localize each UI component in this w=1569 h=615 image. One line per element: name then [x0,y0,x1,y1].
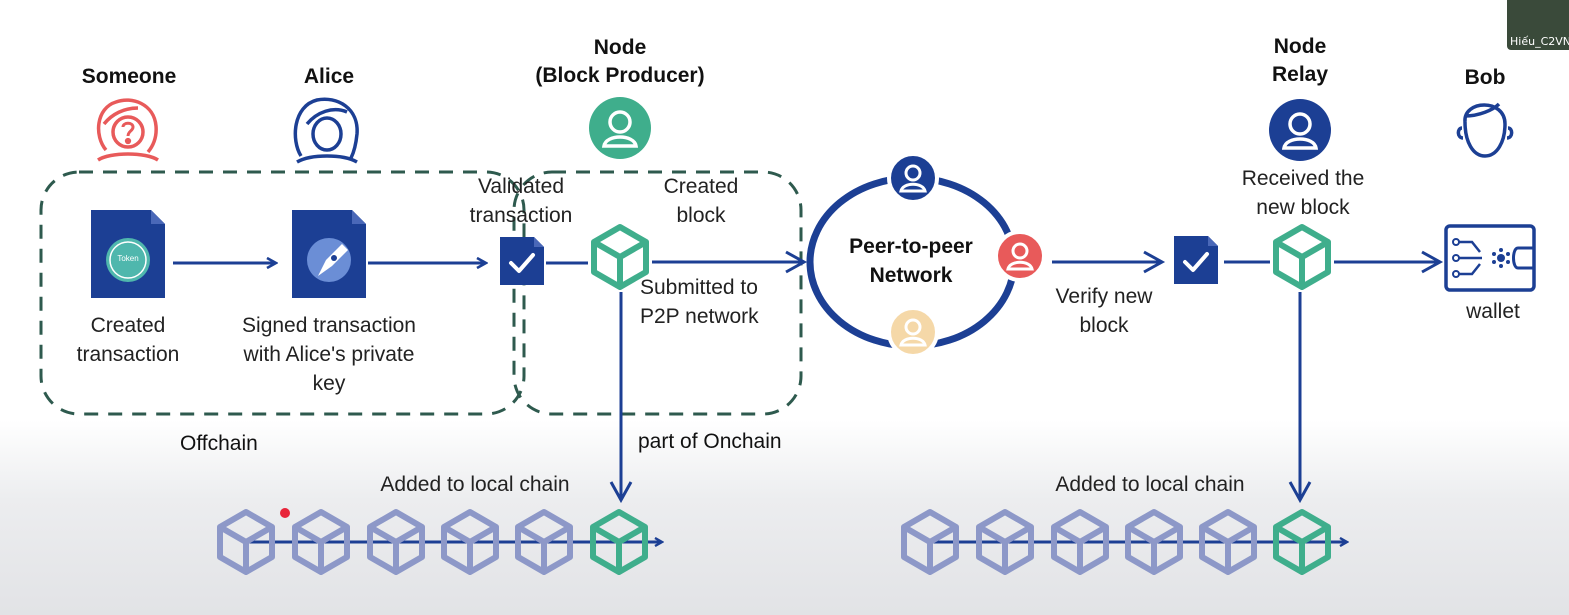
actor-relay-line2: Relay [1271,63,1329,86]
wallet-icon [1444,224,1536,292]
local-chain-right [904,512,1347,572]
node-relay-icon [1269,99,1331,161]
p2p-node-top-icon [887,152,939,204]
label-line: block [676,204,726,227]
label-line: transaction [469,204,573,227]
validated-check-icon [500,237,544,285]
token-label: Token [117,254,139,263]
label-signed-transaction: Signed transaction with Alice's private … [212,311,446,398]
actor-node-block-producer: Node (Block Producer) [510,34,730,90]
label-verify-block: Verify new block [1030,282,1178,340]
label-created-block: Created block [636,172,766,230]
label-p2p-network: Peer-to-peer Network [822,232,1000,290]
label-submitted-p2p: Submitted to P2P network [640,273,800,331]
label-offchain: Offchain [180,432,258,455]
label-onchain: part of Onchain [638,430,782,453]
token-document-icon [91,210,165,298]
label-line: with Alice's private [243,343,415,366]
actor-relay-line1: Node [1273,35,1327,58]
offchain-region [39,170,526,416]
created-block-icon [594,227,646,287]
p2p-node-bottom-icon [887,306,939,358]
someone-question-icon [96,98,159,162]
label-line: P2P network [640,305,759,328]
label-received-block: Received the new block [1222,164,1384,222]
actor-bob: Bob [1464,66,1506,89]
label-line: block [1079,314,1129,337]
actor-alice: Alice [303,65,355,88]
label-created-transaction: Created transaction [48,311,208,369]
label-line: transaction [76,343,180,366]
actor-node-line1: Node [593,36,647,59]
pointer-dot [280,508,290,518]
label-added-local-chain-left: Added to local chain [380,473,570,496]
label-line: Verify new [1055,285,1153,308]
bob-icon [1456,102,1514,158]
label-line: Submitted to [640,276,758,299]
actor-someone: Someone [81,65,177,88]
relay-block-icon [1276,227,1328,287]
label-line: key [312,372,346,395]
signed-document-pen-icon [292,210,366,298]
alice-icon [293,97,359,164]
actor-node-line2: (Block Producer) [535,64,705,87]
label-line: Created [90,314,166,337]
participant-name: Hiếu_C2VN [1510,35,1569,48]
node-block-producer-icon [589,97,651,159]
actor-node-relay: Node Relay [1250,33,1350,89]
label-validated-transaction: Validated transaction [446,172,596,230]
label-wallet: wallet [1466,300,1520,323]
label-line: Validated [477,175,564,198]
p2p-node-right-icon [994,230,1046,282]
label-line: new block [1256,196,1350,219]
label-line: Signed transaction [242,314,416,337]
local-chain-left [220,508,662,572]
verify-check-icon [1174,236,1218,284]
label-line: Created [663,175,739,198]
label-line: Peer-to-peer [849,235,973,258]
onchain-region [512,170,803,416]
label-line: Network [869,264,953,287]
label-line: Received the [1241,167,1365,190]
video-participant-tile[interactable]: Hiếu_C2VN [1507,0,1569,50]
label-added-local-chain-right: Added to local chain [1055,473,1245,496]
